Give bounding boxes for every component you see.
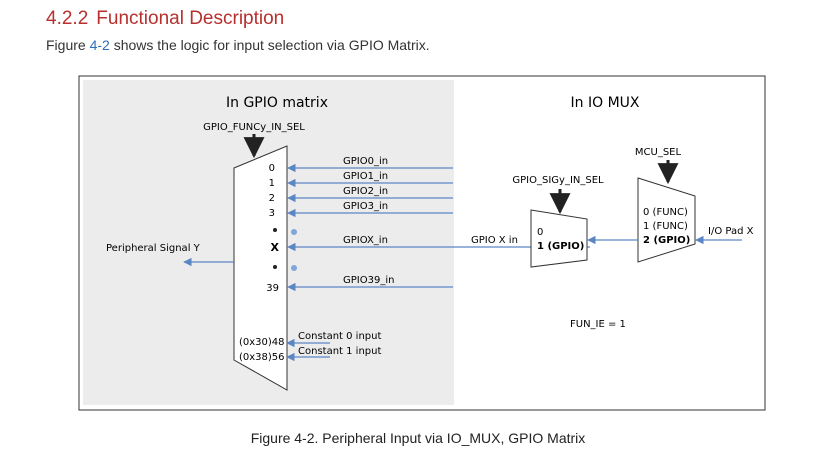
intro-paragraph: Figure 4-2 shows the logic for input sel… <box>46 37 430 53</box>
gpio-sig-in-sel-label: GPIO_SIGy_IN_SEL <box>512 175 604 186</box>
gpio2-in-label: GPIO2_in <box>343 186 388 197</box>
small-mux-input-0: 0 <box>537 227 543 238</box>
const0-label: Constant 0 input <box>298 331 381 342</box>
mux-input-x: X <box>271 241 280 254</box>
gpio-matrix-title: In GPIO matrix <box>226 95 328 111</box>
gpio1-in-label: GPIO1_in <box>343 171 388 182</box>
peripheral-signal-label: Peripheral Signal Y <box>106 243 201 254</box>
gpio0-in-label: GPIO0_in <box>343 156 388 167</box>
intro-text-pre: Figure <box>46 37 90 53</box>
const1-addr: (0x38)56 <box>239 352 285 363</box>
small-mux-input-1: 1 (GPIO) <box>537 241 584 252</box>
section-title: Functional Description <box>96 8 285 29</box>
intro-text-post: shows the logic for input selection via … <box>109 37 430 53</box>
mux-input-3: 3 <box>269 208 275 219</box>
mux-input-0: 0 <box>269 163 275 174</box>
ellipsis-dot <box>273 228 277 232</box>
const1-label: Constant 1 input <box>298 346 381 357</box>
io-mux-title: In IO MUX <box>571 95 640 111</box>
figure-caption: Figure 4-2. Peripheral Input via IO_MUX,… <box>250 430 586 446</box>
io-pad-label: I/O Pad X <box>708 226 754 237</box>
fun-ie-label: FUN_IE = 1 <box>570 319 626 330</box>
ellipsis-dot <box>273 265 277 269</box>
gpiox-in-label: GPIOX_in <box>343 235 388 246</box>
section-heading: 4.2.2 Functional Description <box>46 8 284 30</box>
ellipsis-dot <box>291 265 297 271</box>
io-mux-input-0: 0 (FUNC) <box>643 207 688 218</box>
gpio-func-in-sel-label: GPIO_FUNCy_IN_SEL <box>203 122 305 133</box>
gpio39-in-label: GPIO39_in <box>343 275 394 286</box>
mux-input-2: 2 <box>269 193 275 204</box>
io-mux-main-mux <box>637 177 696 263</box>
ellipsis-dot <box>291 229 297 235</box>
section-number: 4.2.2 <box>46 8 89 29</box>
gpio3-in-label: GPIO3_in <box>343 201 388 212</box>
gpio-x-in-label: GPIO X in <box>471 235 518 246</box>
gpio-matrix-mux <box>233 145 288 391</box>
mcu-sel-label: MCU_SEL <box>635 147 682 158</box>
const0-addr: (0x30)48 <box>239 337 285 348</box>
figure-reference-link[interactable]: 4-2 <box>89 37 110 53</box>
io-mux-small-mux <box>530 209 588 268</box>
mux-input-1: 1 <box>269 178 275 189</box>
io-mux-input-1: 1 (FUNC) <box>643 221 688 232</box>
io-mux-input-2: 2 (GPIO) <box>643 235 690 246</box>
mux-input-39: 39 <box>266 283 279 294</box>
